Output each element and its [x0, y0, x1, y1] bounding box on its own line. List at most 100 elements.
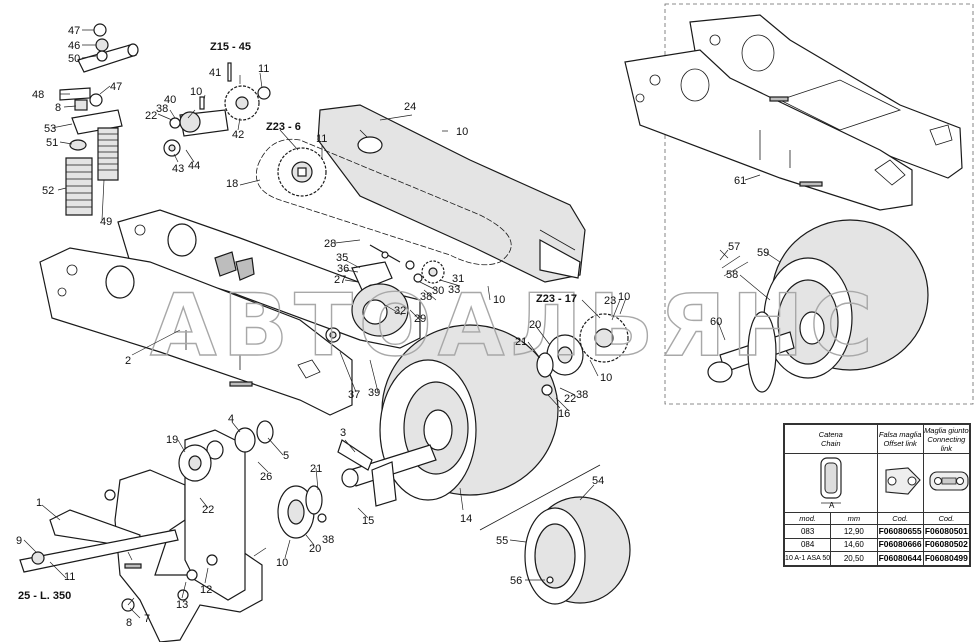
label-52: 52: [42, 185, 54, 197]
label-1: 1: [36, 497, 42, 509]
label-26: 26: [260, 471, 272, 483]
label-42: 42: [232, 129, 244, 141]
axle-3: [337, 439, 437, 507]
label-8: 8: [126, 617, 132, 629]
label-44: 44: [188, 160, 200, 172]
cell-mm: 14,60: [830, 537, 878, 553]
label-61: 61: [734, 175, 746, 187]
cell-offset-code: F06080644: [876, 551, 924, 566]
label-5: 5: [283, 450, 289, 462]
label-19: 19: [166, 434, 178, 446]
label-22: 22: [564, 393, 576, 405]
cell-mod: 10 A-1 ASA 50: [783, 551, 832, 566]
sub-cod-connecting: Cod.: [922, 512, 971, 525]
bearing-group-40-44: [163, 62, 271, 157]
cell-mm: 12,90: [830, 524, 878, 539]
label-60: 60: [710, 316, 722, 328]
cell-connecting-code: F06080501: [922, 524, 971, 539]
label-10: 10: [276, 557, 288, 569]
label-54: 54: [592, 475, 604, 487]
label-36: 36: [337, 263, 349, 275]
label-43: 43: [172, 163, 184, 175]
label-z15-45: Z15 - 45: [210, 41, 251, 53]
label-56: 56: [510, 575, 522, 587]
cell-mod: 084: [783, 537, 832, 553]
label-8: 8: [55, 102, 61, 114]
label-30: 30: [432, 285, 444, 297]
frame-61: [624, 14, 963, 211]
label-10: 10: [600, 372, 612, 384]
header-connecting-en: Connecting link: [927, 434, 966, 453]
label-58: 58: [726, 269, 738, 281]
label-14: 14: [460, 513, 472, 525]
header-offset-it: Falsa maglia: [878, 430, 922, 439]
label-37: 37: [348, 389, 360, 401]
label-16: 16: [558, 408, 570, 420]
label-24: 24: [404, 101, 416, 113]
label-21: 21: [515, 336, 527, 348]
label-55: 55: [496, 535, 508, 547]
label-38: 38: [156, 103, 168, 115]
label-10: 10: [456, 126, 468, 138]
label-48: 48: [32, 89, 44, 101]
label-21: 21: [310, 463, 322, 475]
label-59: 59: [757, 247, 769, 259]
sprocket-z23-6: [277, 147, 327, 197]
table-row: 084 14,60 F06080666 F06080502: [783, 537, 971, 553]
label-23: 23: [604, 295, 616, 307]
label-20: 20: [529, 319, 541, 331]
label-10: 10: [190, 86, 202, 98]
label-29: 29: [414, 313, 426, 325]
label-11: 11: [64, 571, 75, 583]
label-z23-17: Z23 - 17: [536, 293, 577, 305]
label-3: 3: [340, 427, 346, 439]
label-11: 11: [258, 63, 269, 75]
sprocket-z23-17: [579, 313, 629, 363]
dim-a-label: A: [829, 501, 835, 509]
label-z23-6: Z23 - 6: [266, 121, 301, 133]
label-15: 15: [362, 515, 374, 527]
table-row: 083 12,90 F06080655 F06080501: [783, 524, 971, 539]
label-35: 35: [336, 252, 348, 264]
label-20: 20: [309, 543, 321, 555]
label-41: 41: [209, 67, 221, 79]
header-connecting-it: Maglia giunto: [924, 425, 969, 435]
label-25-l350: 25 - L. 350: [18, 590, 71, 602]
hub-32: [325, 283, 409, 343]
cell-offset-code: F06080666: [876, 537, 924, 553]
watermark: АВТОАЛЬЯНС: [150, 276, 879, 376]
label-47: 47: [110, 81, 122, 93]
label-38: 38: [420, 291, 432, 303]
sub-mod: mod.: [783, 512, 832, 525]
label-32: 32: [394, 305, 406, 317]
label-46: 46: [68, 40, 80, 52]
label-28: 28: [324, 238, 336, 250]
connecting-link-icon: [929, 471, 969, 491]
alternative-parts-frame: [664, 3, 974, 405]
label-38: 38: [322, 534, 334, 546]
label-39: 39: [368, 387, 380, 399]
label-4: 4: [228, 413, 234, 425]
label-40: 40: [164, 94, 176, 106]
label-18: 18: [226, 178, 238, 190]
label-31: 31: [452, 273, 464, 285]
label-33: 33: [448, 284, 460, 296]
wheel-59: [707, 219, 929, 393]
chain-pic-cell: A: [784, 453, 878, 513]
header-connecting-link: Maglia giunto Connecting link: [922, 424, 971, 454]
leader-lines: [23, 29, 781, 619]
sprocket-31: [421, 260, 445, 284]
header-offset-link: Falsa maglia Offset link: [876, 424, 924, 454]
table-row: 10 A-1 ASA 50 20,50 F06080644 F06080499: [783, 551, 971, 566]
label-12: 12: [200, 584, 212, 596]
spring-assembly: [59, 23, 139, 216]
chain-link-icon: A: [820, 457, 842, 510]
cell-mod: 083: [783, 524, 832, 539]
chain-spec-table: Catena Chain Falsa maglia Offset link Ma…: [783, 423, 971, 567]
label-13: 13: [176, 599, 188, 611]
label-2: 2: [125, 355, 131, 367]
bearing-group-20-21: [277, 334, 584, 539]
label-10: 10: [618, 291, 630, 303]
label-22: 22: [145, 110, 157, 122]
